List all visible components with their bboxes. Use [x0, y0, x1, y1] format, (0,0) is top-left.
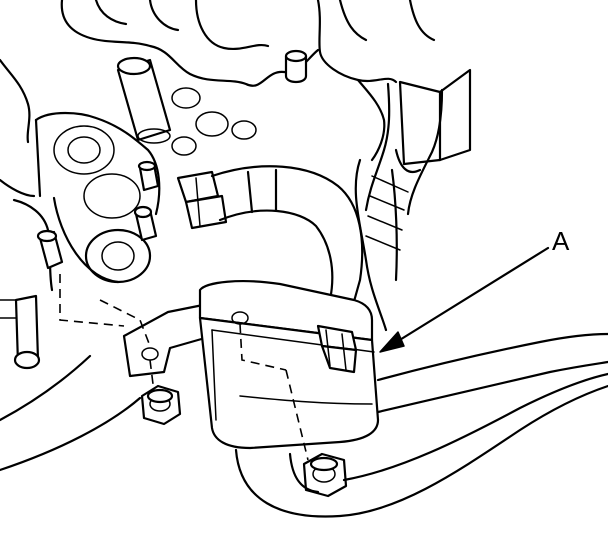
bottom-flange-nut [302, 452, 348, 498]
hose-clamp [316, 324, 358, 374]
curved-hose [210, 165, 364, 332]
callout-a-leader [379, 246, 550, 353]
left-bolt [0, 294, 41, 370]
mounting-bracket [59, 274, 214, 393]
housing-stud-bolts [36, 160, 160, 270]
upper-bolt-post [284, 49, 308, 84]
casting-holes [171, 87, 257, 156]
right-hose [354, 68, 472, 332]
vertical-rod [116, 56, 172, 144]
engine-block-outline [0, 0, 436, 472]
left-housing [12, 111, 161, 292]
hose-connector-clip [176, 170, 228, 230]
callout-label-a: A [552, 226, 570, 256]
left-flange-nut [140, 384, 182, 426]
lower-pipes [234, 332, 608, 518]
